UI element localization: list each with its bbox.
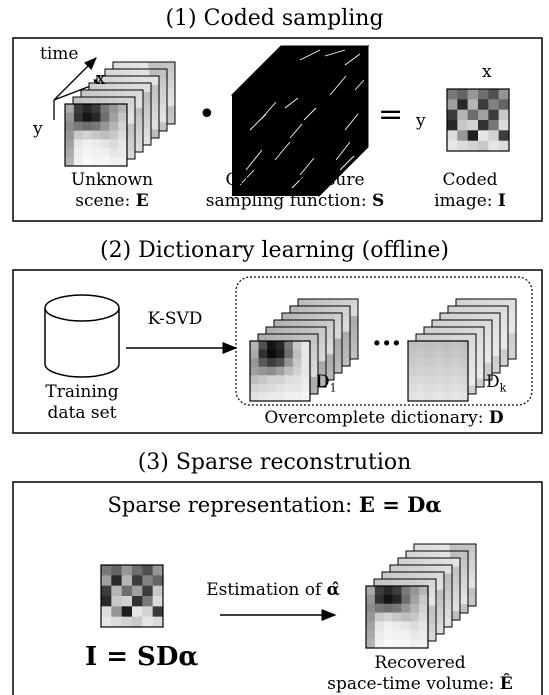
dk-label: Dk — [486, 372, 507, 395]
stack-front-frame — [249, 340, 311, 402]
dictionary-symbol: D — [488, 408, 504, 428]
scene-label-line1: Unknown — [70, 170, 154, 190]
coded-exposure-cube — [230, 44, 370, 198]
d1-label: D1 — [316, 372, 337, 395]
x-axis-label: x — [96, 69, 106, 89]
observed-coded-image-grid — [100, 564, 164, 628]
multiply-dot: • — [198, 97, 216, 132]
sparse-representation: Sparse representation: E = Dα — [107, 492, 442, 517]
estimation-label: Estimation of α̂ — [206, 580, 340, 600]
sampling-label-line1: Coded exposure — [225, 170, 365, 190]
section-2-title: (2) Dictionary learning (offline) — [100, 238, 449, 263]
dictionary-label: Overcomplete dictionary: D — [264, 408, 504, 428]
stack-front-frame — [365, 585, 429, 649]
alpha-hat-symbol: α̂ — [326, 580, 340, 600]
recovered-label-line1: Recovered — [374, 653, 466, 673]
panel-1-frame — [12, 37, 543, 222]
sampling-label-line2: sampling function: S — [205, 191, 385, 211]
sampling-symbol: S — [371, 191, 385, 211]
scene-symbol: E — [135, 191, 149, 211]
image-x-axis-label: x — [482, 62, 492, 82]
coded-image-grid — [446, 88, 510, 152]
image-y-axis-label: y — [416, 111, 426, 131]
section-1-title: (1) Coded sampling — [165, 6, 384, 31]
panel-3-frame — [12, 481, 543, 695]
ksvd-label: K-SVD — [147, 309, 203, 329]
stack-front-frame — [407, 340, 469, 402]
coded-image-pixels — [446, 88, 510, 152]
representation-equation: E = Dα — [358, 492, 442, 517]
dictionary-dotted-frame — [235, 276, 533, 406]
training-label-line1: Training — [45, 382, 119, 402]
training-database-icon — [44, 294, 120, 378]
scene-label-line2: scene: E — [75, 191, 149, 211]
coded-symbol: I — [497, 191, 506, 211]
observation-equation: I = SDα — [85, 642, 199, 672]
stack-front-frame — [64, 103, 128, 167]
time-axis-label: time — [40, 44, 79, 64]
dictionary-atom-dk-stack — [407, 298, 517, 402]
exposure-streaks — [239, 49, 365, 189]
y-axis-label: y — [33, 119, 43, 139]
coded-label-line1: Coded — [442, 170, 498, 190]
ellipsis: ... — [372, 319, 402, 352]
training-label-line2: data set — [47, 403, 117, 423]
unknown-scene-stack — [64, 61, 176, 167]
observed-coded-image-pixels — [100, 564, 164, 628]
section-3-title: (3) Sparse reconstrution — [137, 450, 412, 475]
recovered-symbol: Ê — [499, 674, 513, 694]
recovered-volume-stack — [365, 543, 477, 649]
dictionary-atom-d1-stack — [249, 298, 359, 402]
coded-label-line2: image: I — [434, 191, 506, 211]
equals-sign: = — [378, 97, 404, 132]
recovered-label-line2: space-time volume: Ê — [327, 674, 513, 694]
panel-2-frame — [12, 269, 543, 434]
